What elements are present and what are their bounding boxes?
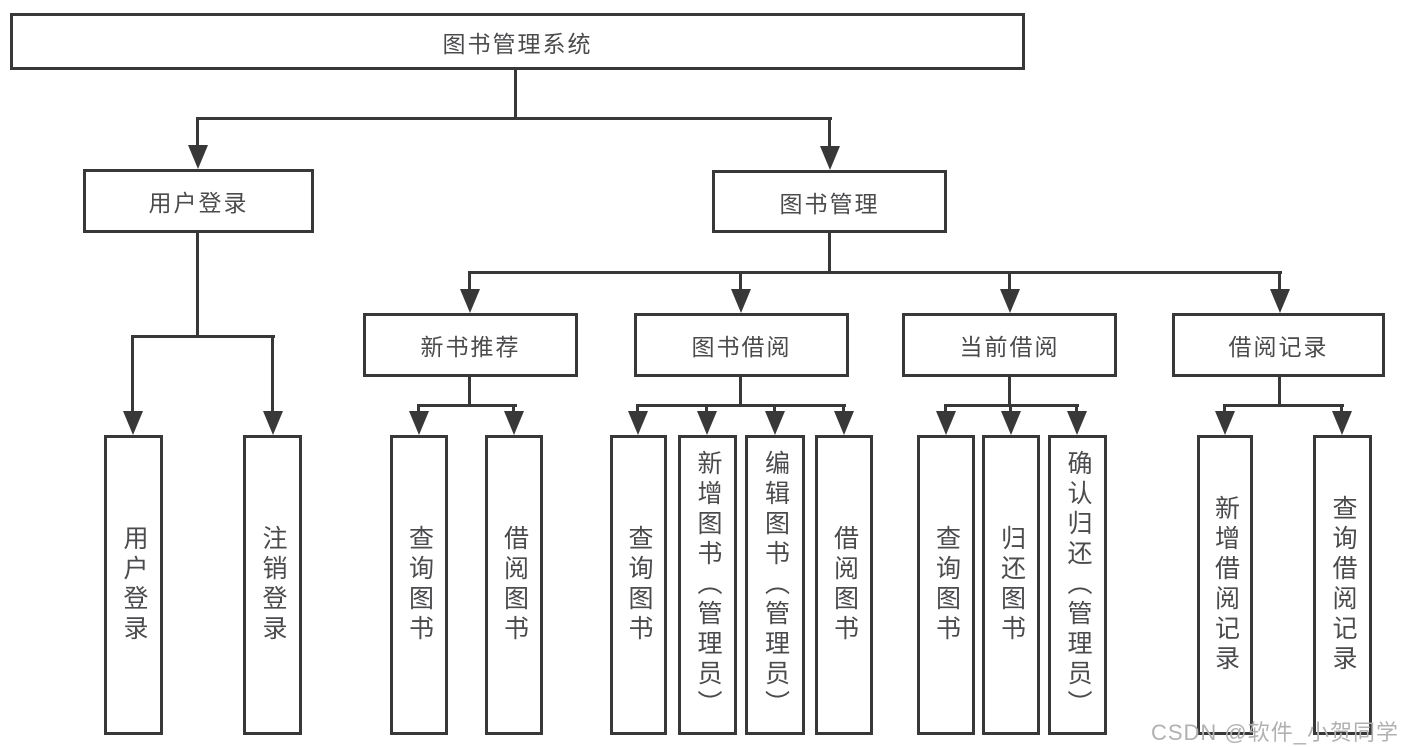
arrow-down-icon bbox=[460, 289, 480, 313]
arrow-down-icon bbox=[409, 411, 429, 435]
node-book-management: 图书管理 bbox=[712, 170, 947, 233]
leaf-borrowing-borrow-books: 借阅图书 bbox=[815, 435, 873, 735]
leaf-label: 新增借阅记录 bbox=[1211, 495, 1240, 675]
leaf-label: 查询图书 bbox=[625, 525, 653, 645]
connector-bookmgmt-stub bbox=[828, 233, 831, 272]
connector-current-stub bbox=[1008, 377, 1011, 406]
arrow-down-icon bbox=[123, 411, 143, 435]
connector-records-split bbox=[1223, 404, 1344, 407]
arrow-down-icon bbox=[1067, 411, 1087, 435]
connector-newbooks-split bbox=[417, 404, 517, 407]
connector-to-borrowing bbox=[739, 272, 742, 292]
connector-records-stub bbox=[1278, 377, 1281, 406]
node-new-book-recommendation: 新书推荐 bbox=[363, 313, 578, 377]
arrow-down-icon bbox=[504, 411, 524, 435]
arrow-down-icon bbox=[263, 411, 283, 435]
connector-to-current bbox=[1008, 272, 1011, 292]
leaf-current-confirm-return-admin: 确认归还（管理员） bbox=[1048, 435, 1107, 735]
arrow-down-icon bbox=[697, 411, 717, 435]
arrow-down-icon bbox=[834, 411, 854, 435]
arrow-down-icon bbox=[1001, 411, 1021, 435]
arrow-down-icon bbox=[1332, 411, 1352, 435]
connector-current-split bbox=[944, 404, 1079, 407]
leaf-label: 注销登录 bbox=[259, 525, 287, 645]
node-library-management-system: 图书管理系统 bbox=[10, 13, 1025, 70]
connector-leaf bbox=[271, 336, 274, 414]
leaf-borrowing-edit-books-admin: 编辑图书（管理员） bbox=[745, 435, 805, 735]
connector-borrowing-split bbox=[636, 404, 846, 407]
connector-newbooks-stub bbox=[468, 377, 471, 406]
leaf-label: 借阅图书 bbox=[830, 525, 859, 645]
leaf-records-add-borrow-record: 新增借阅记录 bbox=[1197, 435, 1253, 735]
arrow-down-icon bbox=[731, 289, 751, 313]
leaf-current-query-books: 查询图书 bbox=[917, 435, 975, 735]
leaf-records-query-borrow-record: 查询借阅记录 bbox=[1313, 435, 1372, 735]
leaf-newbooks-query-books: 查询图书 bbox=[390, 435, 448, 735]
connector-borrowing-stub bbox=[739, 377, 742, 406]
connector-to-user-login bbox=[196, 118, 199, 146]
leaf-label: 新增图书（管理员） bbox=[694, 450, 722, 720]
node-current-borrowing: 当前借阅 bbox=[902, 313, 1117, 377]
leaf-label: 确认归还（管理员） bbox=[1064, 450, 1092, 720]
connector-root-stub bbox=[514, 69, 517, 118]
arrow-down-icon bbox=[936, 411, 956, 435]
arrow-down-icon bbox=[820, 146, 840, 170]
leaf-borrowing-query-books: 查询图书 bbox=[610, 435, 667, 735]
connector-leaf bbox=[131, 336, 134, 414]
leaf-label: 编辑图书（管理员） bbox=[761, 450, 790, 720]
connector-bookmgmt-split bbox=[468, 271, 1282, 274]
connector-to-records bbox=[1278, 272, 1281, 292]
node-book-borrowing: 图书借阅 bbox=[634, 313, 849, 377]
leaf-label: 借阅图书 bbox=[500, 525, 529, 645]
leaf-user-login: 用户登录 bbox=[104, 435, 163, 735]
arrow-down-icon bbox=[765, 411, 785, 435]
leaf-borrowing-add-books-admin: 新增图书（管理员） bbox=[678, 435, 737, 735]
connector-userlogin-stub bbox=[196, 233, 199, 337]
connector-to-new-book bbox=[468, 272, 471, 292]
arrow-down-icon bbox=[1270, 289, 1290, 313]
leaf-label: 归还图书 bbox=[997, 525, 1026, 645]
connector-userlogin-split bbox=[131, 335, 275, 338]
arrow-down-icon bbox=[188, 145, 208, 169]
csdn-watermark: CSDN @软件_小贺同学 bbox=[1150, 720, 1399, 745]
leaf-label: 查询图书 bbox=[405, 525, 434, 645]
leaf-label: 用户登录 bbox=[120, 525, 148, 645]
arrow-down-icon bbox=[1000, 289, 1020, 313]
leaf-label: 查询借阅记录 bbox=[1329, 495, 1357, 675]
leaf-logout: 注销登录 bbox=[243, 435, 302, 735]
leaf-current-return-books: 归还图书 bbox=[982, 435, 1040, 735]
leaf-label: 查询图书 bbox=[932, 525, 961, 645]
arrow-down-icon bbox=[1215, 411, 1235, 435]
connector-to-book-management bbox=[828, 118, 831, 146]
node-user-login-branch: 用户登录 bbox=[83, 169, 314, 233]
node-borrowing-records: 借阅记录 bbox=[1172, 313, 1385, 377]
arrow-down-icon bbox=[628, 411, 648, 435]
leaf-newbooks-borrow-books: 借阅图书 bbox=[485, 435, 543, 735]
connector-root-split bbox=[196, 117, 832, 120]
